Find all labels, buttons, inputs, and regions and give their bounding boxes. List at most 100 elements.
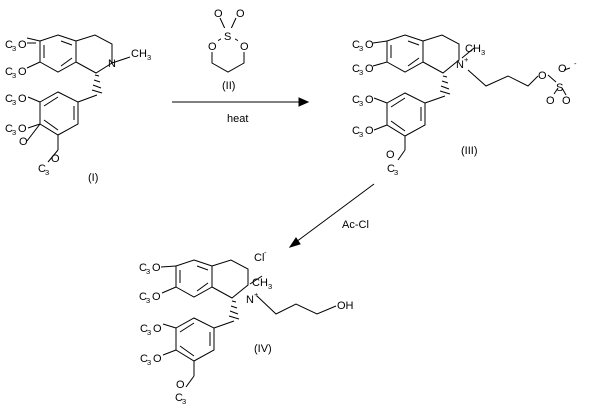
- atom-o: O: [214, 8, 223, 20]
- ring-bond: [386, 92, 426, 137]
- atom-o: O: [153, 353, 162, 365]
- atom-o: O: [51, 153, 60, 165]
- charge-minus: -: [264, 248, 267, 257]
- charge-plus: +: [464, 55, 469, 64]
- atom-s: S: [556, 82, 563, 94]
- propyl-chain: [256, 295, 337, 315]
- bond: [26, 61, 41, 69]
- atom-o: O: [18, 123, 27, 135]
- bond: [26, 123, 41, 142]
- atom-o: O: [240, 41, 249, 53]
- compound-label: (I): [88, 172, 98, 184]
- atom-subscript: 3: [146, 296, 150, 305]
- arrow-label-heat: heat: [227, 113, 248, 125]
- hydroxyl-group: OH: [337, 300, 354, 312]
- atom-subscript: 3: [12, 44, 16, 53]
- atom-subscript: 3: [268, 282, 272, 291]
- atom-subscript: 3: [481, 48, 485, 57]
- atom-subscript: 3: [12, 98, 16, 107]
- atom-o: O: [386, 149, 395, 161]
- charge-plus: +: [254, 290, 259, 299]
- bond: [111, 56, 131, 64]
- propyl-chain: [467, 69, 539, 87]
- ring-bond: [175, 317, 215, 362]
- atom-o: O: [365, 94, 374, 106]
- atom-subscript: 3: [146, 267, 150, 276]
- charge-minus: -: [574, 59, 577, 68]
- atom-c: C: [352, 39, 360, 51]
- arrow-head: [288, 237, 301, 248]
- atom-o: O: [365, 125, 374, 137]
- methyl-group: CH: [131, 48, 147, 60]
- atom-c: C: [140, 353, 148, 365]
- bond: [424, 95, 446, 104]
- double-bond: [60, 40, 73, 46]
- double-bond: [407, 40, 420, 46]
- hashed-bond: [228, 300, 240, 320]
- bond: [561, 87, 567, 96]
- compound-ii: O O S O O (II): [206, 8, 250, 92]
- compound-label: (IV): [254, 343, 272, 355]
- ring-atom-mask: [206, 40, 218, 52]
- double-bond: [390, 120, 406, 132]
- ring-bond: [422, 34, 460, 74]
- atom-c: C: [352, 125, 360, 137]
- double-bond: [43, 96, 59, 107]
- atom-c: C: [352, 63, 360, 75]
- atom-subscript: 3: [12, 71, 16, 80]
- atom-o: O: [236, 8, 245, 20]
- double-bond: [179, 345, 195, 357]
- atom-subscript: 3: [147, 358, 151, 367]
- bond: [563, 67, 571, 71]
- reaction-arrow-heat: heat: [172, 97, 310, 125]
- chloride-counter-ion: Cl -: [254, 248, 267, 264]
- ring-bond: [75, 34, 113, 74]
- atom-c: C: [139, 262, 147, 274]
- atom-subscript: 3: [147, 53, 151, 62]
- bond: [249, 275, 263, 285]
- arrow-head: [298, 97, 310, 107]
- bond: [373, 97, 388, 104]
- atom-c: C: [38, 163, 46, 175]
- atom-o: O: [546, 95, 555, 107]
- double-bond: [60, 57, 73, 67]
- atom-o: O: [365, 63, 374, 75]
- bond: [372, 61, 388, 67]
- ring-bond: [39, 91, 79, 136]
- atom-c: C: [5, 93, 13, 105]
- atom-o: O: [18, 39, 27, 51]
- bond: [185, 375, 195, 388]
- bond: [162, 323, 177, 329]
- bond: [373, 124, 388, 131]
- bond: [461, 47, 475, 59]
- atom-s: S: [224, 31, 231, 43]
- atom-c: C: [5, 39, 13, 51]
- ring-bond: [211, 259, 249, 299]
- bond: [372, 40, 388, 44]
- atom-o: O: [19, 136, 28, 148]
- compound-label: (II): [222, 80, 235, 92]
- atom-n: N: [108, 58, 116, 70]
- atom-subscript: 3: [359, 99, 363, 108]
- bond: [161, 286, 177, 294]
- atom-c: C: [5, 123, 13, 135]
- atom-o: O: [176, 379, 185, 391]
- arrow-shaft: [295, 183, 375, 243]
- double-bond: [179, 322, 195, 333]
- atom-subscript: 3: [359, 44, 363, 53]
- atom-c: C: [5, 66, 13, 78]
- ring-atom-mask: [221, 28, 235, 42]
- atom-n-plus: N: [456, 59, 464, 71]
- atom-cl: Cl: [254, 252, 264, 264]
- methyl-group: CH: [252, 277, 268, 289]
- double-bond: [43, 119, 59, 131]
- ring-bond: [39, 34, 77, 73]
- atom-subscript: 3: [359, 68, 363, 77]
- hashed-bond: [91, 74, 103, 94]
- reaction-arrow-acetyl-chloride: Ac-Cl: [288, 183, 375, 248]
- atom-o: O: [152, 291, 161, 303]
- double-bond: [407, 57, 420, 67]
- atom-o: O: [365, 39, 374, 51]
- atom-o: O: [18, 93, 27, 105]
